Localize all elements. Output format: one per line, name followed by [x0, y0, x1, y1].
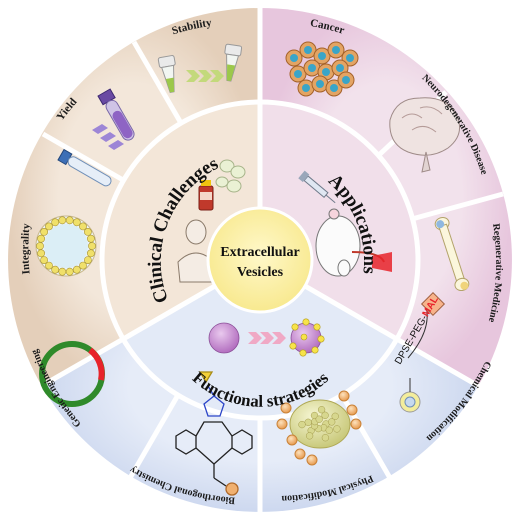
cancer-cell-nucleus [342, 76, 350, 84]
cancer-cell-nucleus [302, 84, 310, 92]
cancer-cell-nucleus [330, 84, 338, 92]
membrane-bead [45, 261, 53, 270]
membrane-bead [72, 265, 81, 274]
brain-icon [389, 97, 461, 173]
membrane-bead [58, 216, 67, 225]
membrane-bead [45, 222, 53, 231]
small-vesicle [276, 418, 288, 430]
loaded-particle [298, 420, 306, 429]
membrane-bead [87, 234, 95, 243]
loaded-particle [317, 406, 326, 414]
small-vesicle [294, 448, 306, 460]
loaded-particle [328, 418, 336, 426]
membrane-bead [40, 256, 48, 264]
membrane-bead [79, 261, 87, 270]
segment-dividers [36, 6, 504, 514]
cancer-cell-nucleus [308, 64, 316, 72]
membrane-bead [79, 222, 87, 231]
cancer-cells-icon [285, 41, 359, 97]
small-vesicle [280, 402, 292, 414]
small-vesicle [306, 454, 318, 466]
loaded-particle [305, 432, 314, 440]
yield-tubes-icon [57, 88, 135, 187]
small-vesicle [286, 434, 298, 446]
physical-modification-icon [276, 390, 362, 466]
mouse-injection-icon [298, 170, 392, 277]
small-vesicle [346, 404, 358, 416]
membrane-bead [51, 218, 60, 227]
patient-and-drugs-icon [177, 159, 246, 283]
cancer-cell-nucleus [346, 54, 354, 62]
membrane-bead [37, 249, 45, 258]
cancer-cell-nucleus [316, 80, 324, 88]
plasmid-icon [39, 341, 105, 407]
membrane-bead [40, 227, 48, 236]
stability-tubes-icon [157, 43, 243, 93]
cancer-cell-nucleus [318, 52, 326, 60]
small-vesicle [338, 390, 350, 402]
cancer-cell-nucleus [304, 46, 312, 54]
membrane-bead [84, 256, 92, 264]
membrane-bead [37, 234, 45, 243]
small-vesicle [350, 418, 362, 430]
cancer-cell-nucleus [294, 70, 302, 78]
integrality-vesicle-icon [35, 215, 97, 277]
bone-icon [434, 216, 470, 292]
loaded-particle [321, 411, 329, 419]
cancer-cell-nucleus [290, 54, 298, 62]
click-chemistry-structure-icon [175, 371, 253, 496]
loaded-particle [321, 434, 330, 442]
loaded-particle [315, 415, 323, 423]
cancer-cell-nucleus [322, 68, 330, 76]
loaded-particle [325, 426, 333, 434]
membrane-bead [88, 242, 96, 250]
membrane-bead [58, 267, 67, 276]
center-circle: Extracellular Vesicles [206, 206, 314, 314]
loaded-particle [331, 412, 339, 420]
loaded-particle [304, 418, 312, 426]
membrane-bead [65, 267, 74, 276]
functionalization-arrow-icon [208, 318, 325, 357]
membrane-bead [65, 216, 74, 225]
center-title-line2: Vesicles [237, 265, 284, 280]
cancer-cell-nucleus [332, 46, 340, 54]
membrane-bead [87, 249, 95, 258]
segment-label-integrality: Integrality [19, 223, 32, 275]
center-title-line1: Extracellular [220, 245, 299, 260]
membrane-bead [36, 242, 44, 250]
membrane-bead [72, 218, 81, 227]
loaded-particle [333, 425, 341, 433]
membrane-bead [84, 227, 92, 236]
cancer-cell-nucleus [336, 64, 344, 72]
membrane-bead [51, 265, 60, 274]
